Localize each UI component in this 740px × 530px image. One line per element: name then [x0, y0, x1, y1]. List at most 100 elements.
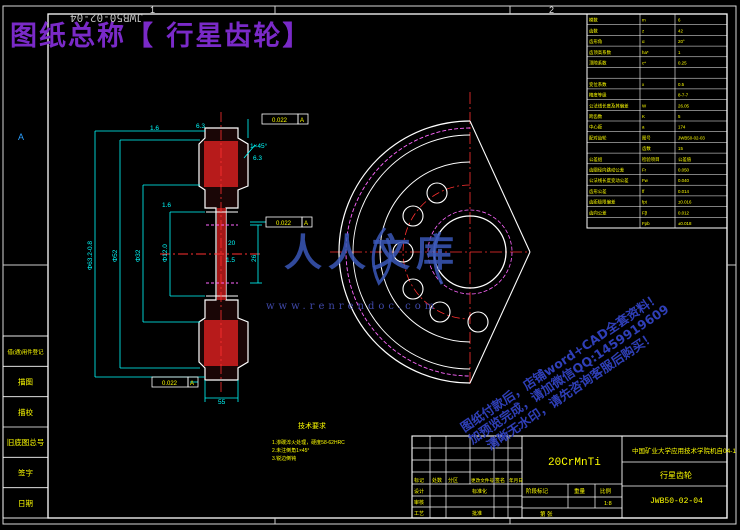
watermark-logo	[371, 227, 444, 286]
tol-bottom-ref: A	[190, 381, 194, 387]
dim-small-3: 26	[251, 254, 258, 262]
sign-row: 批准	[472, 510, 482, 517]
leader-line	[243, 144, 256, 159]
rev-col: 签名	[495, 477, 505, 484]
watermark-swoosh	[433, 231, 444, 285]
param-table-cell: 配对齿轮	[589, 134, 607, 141]
part-name: 行星齿轮	[660, 470, 692, 480]
param-table-cell: 26.05	[678, 103, 690, 108]
tol-top-value: 0.022	[272, 118, 288, 124]
param-table-cell: 0.5	[678, 82, 685, 87]
param-table-cell: x	[642, 82, 645, 87]
lightening-hole	[426, 182, 448, 204]
sign-row: 工艺	[414, 511, 424, 517]
dim-od: Φ63.2-0.8	[87, 241, 94, 270]
dim-hub: Φ32	[135, 249, 142, 262]
stage-label: 阶段标记	[526, 487, 549, 495]
param-table-cell: 模数	[589, 17, 598, 24]
param-table-cell: 5	[678, 114, 681, 119]
watermark-logo-text: 人人文库	[284, 230, 461, 275]
param-table-cell: 0.25	[678, 61, 687, 66]
lightening-hole	[392, 241, 414, 263]
material: 20CrMnTi	[548, 457, 601, 469]
param-table-cell: ±0.016	[678, 200, 692, 205]
param-table-cell: 精度等级	[589, 92, 607, 99]
dim-small-1: 20	[228, 240, 236, 247]
rev-col: 处数	[432, 477, 442, 484]
zone-label-a: A	[18, 132, 24, 142]
tech-note-line: 2.未注倒角1×45°	[272, 447, 309, 454]
scale-label: 比例	[600, 487, 612, 495]
tip-circle-arc	[338, 120, 471, 384]
left-strip-label: 描图	[18, 377, 33, 387]
technical-requirements: 技术要求 1.渗碳淬火处理，硬度58-62HRC 2.未注倒角1×45° 3.锐…	[272, 421, 345, 462]
param-table-cell: a	[642, 125, 645, 130]
tol-mid-value: 0.022	[276, 221, 292, 227]
param-table-cell: 公法线长度变动公差	[589, 177, 629, 184]
inner-frame	[47, 13, 728, 519]
param-table-cell: K	[642, 114, 645, 119]
tol-bottom-value: 0.022	[162, 381, 178, 387]
break-line	[469, 251, 531, 384]
param-table-cell: 齿向公差	[589, 209, 607, 216]
param-table-cell: ff	[642, 189, 645, 194]
tol-top-ref: A	[300, 118, 304, 124]
zone-label-1: 1	[150, 5, 155, 15]
dim-root: Φ52	[112, 249, 119, 262]
left-strip-label: 日期	[18, 499, 33, 508]
param-table-cell: Fβ	[642, 210, 648, 215]
param-table-cell: 变位系数	[589, 81, 607, 88]
param-table-cell: 20°	[678, 39, 685, 44]
roughness-2: 6.3	[196, 123, 205, 130]
param-table-cell: 0.012	[678, 210, 690, 215]
lightening-hole	[402, 205, 424, 227]
sign-row: 设计	[414, 488, 424, 495]
bore-chamfer-circle	[427, 209, 513, 295]
param-table-cell: 42	[678, 28, 683, 33]
param-table-cell: JWB50-02-03	[678, 135, 705, 140]
param-table-cell: 齿顶高系数	[589, 49, 612, 56]
overlay-drawing-no: JWB50-02-04	[70, 11, 143, 24]
scale-value: 1:8	[604, 501, 612, 507]
roughness-1: 1.6	[150, 125, 159, 132]
lightening-hole	[467, 311, 489, 333]
dim-width: 55	[218, 399, 226, 406]
param-table-cell: 中心距	[589, 124, 603, 131]
param-table-cell: z	[642, 28, 644, 33]
param-table-cell: 跨齿数	[589, 113, 603, 120]
left-strip-label: 旧底图总号	[7, 437, 45, 447]
gear-side-view	[330, 92, 531, 385]
bolt-circle-arc	[402, 184, 471, 320]
param-table-cell: 174	[678, 125, 686, 130]
root-circle-arc	[352, 134, 471, 370]
hub-circle-arc	[379, 161, 471, 343]
param-table-cell: 0.050	[678, 168, 690, 173]
param-table-cell: 0.040	[678, 178, 690, 183]
title-block-border	[411, 435, 728, 519]
watermark-swoosh	[371, 227, 393, 286]
param-table-cell: 公法线长度及其偏差	[589, 102, 629, 109]
zone-label-2: 2	[549, 5, 554, 15]
tech-note-line: 3.锐边倒钝	[272, 455, 296, 462]
param-table-cell: 齿形公差	[589, 188, 607, 195]
std-col: 标准化	[472, 488, 487, 495]
side-roughness: 1.6	[162, 202, 171, 209]
tech-notes-heading: 技术要求	[298, 421, 326, 430]
param-table-cell: 齿数	[589, 27, 598, 34]
watermark-url: www.renrendoc.com	[266, 301, 439, 312]
param-table-cell: m	[642, 18, 646, 23]
param-table-cell: 1	[678, 50, 681, 55]
param-table-cell: fpt	[642, 200, 648, 205]
left-strip-label: 借(通)用件登记	[8, 348, 45, 356]
param-table-cell: c*	[642, 61, 646, 66]
tol-frame-bottom-ref	[187, 376, 199, 388]
param-table-cell: 6	[678, 18, 681, 23]
overlay-title: 图纸总称【 行星齿轮】	[10, 21, 312, 52]
callout-a: 6.3	[253, 155, 262, 162]
tech-note-line: 1.渗碳淬火处理，硬度58-62HRC	[272, 439, 345, 446]
rev-col: 年月日	[509, 477, 523, 484]
gear-section-view: 1.6 6.3 55 Φ63.2-0.8 Φ52 Φ32 Φ12.0 1×45°…	[87, 112, 313, 406]
